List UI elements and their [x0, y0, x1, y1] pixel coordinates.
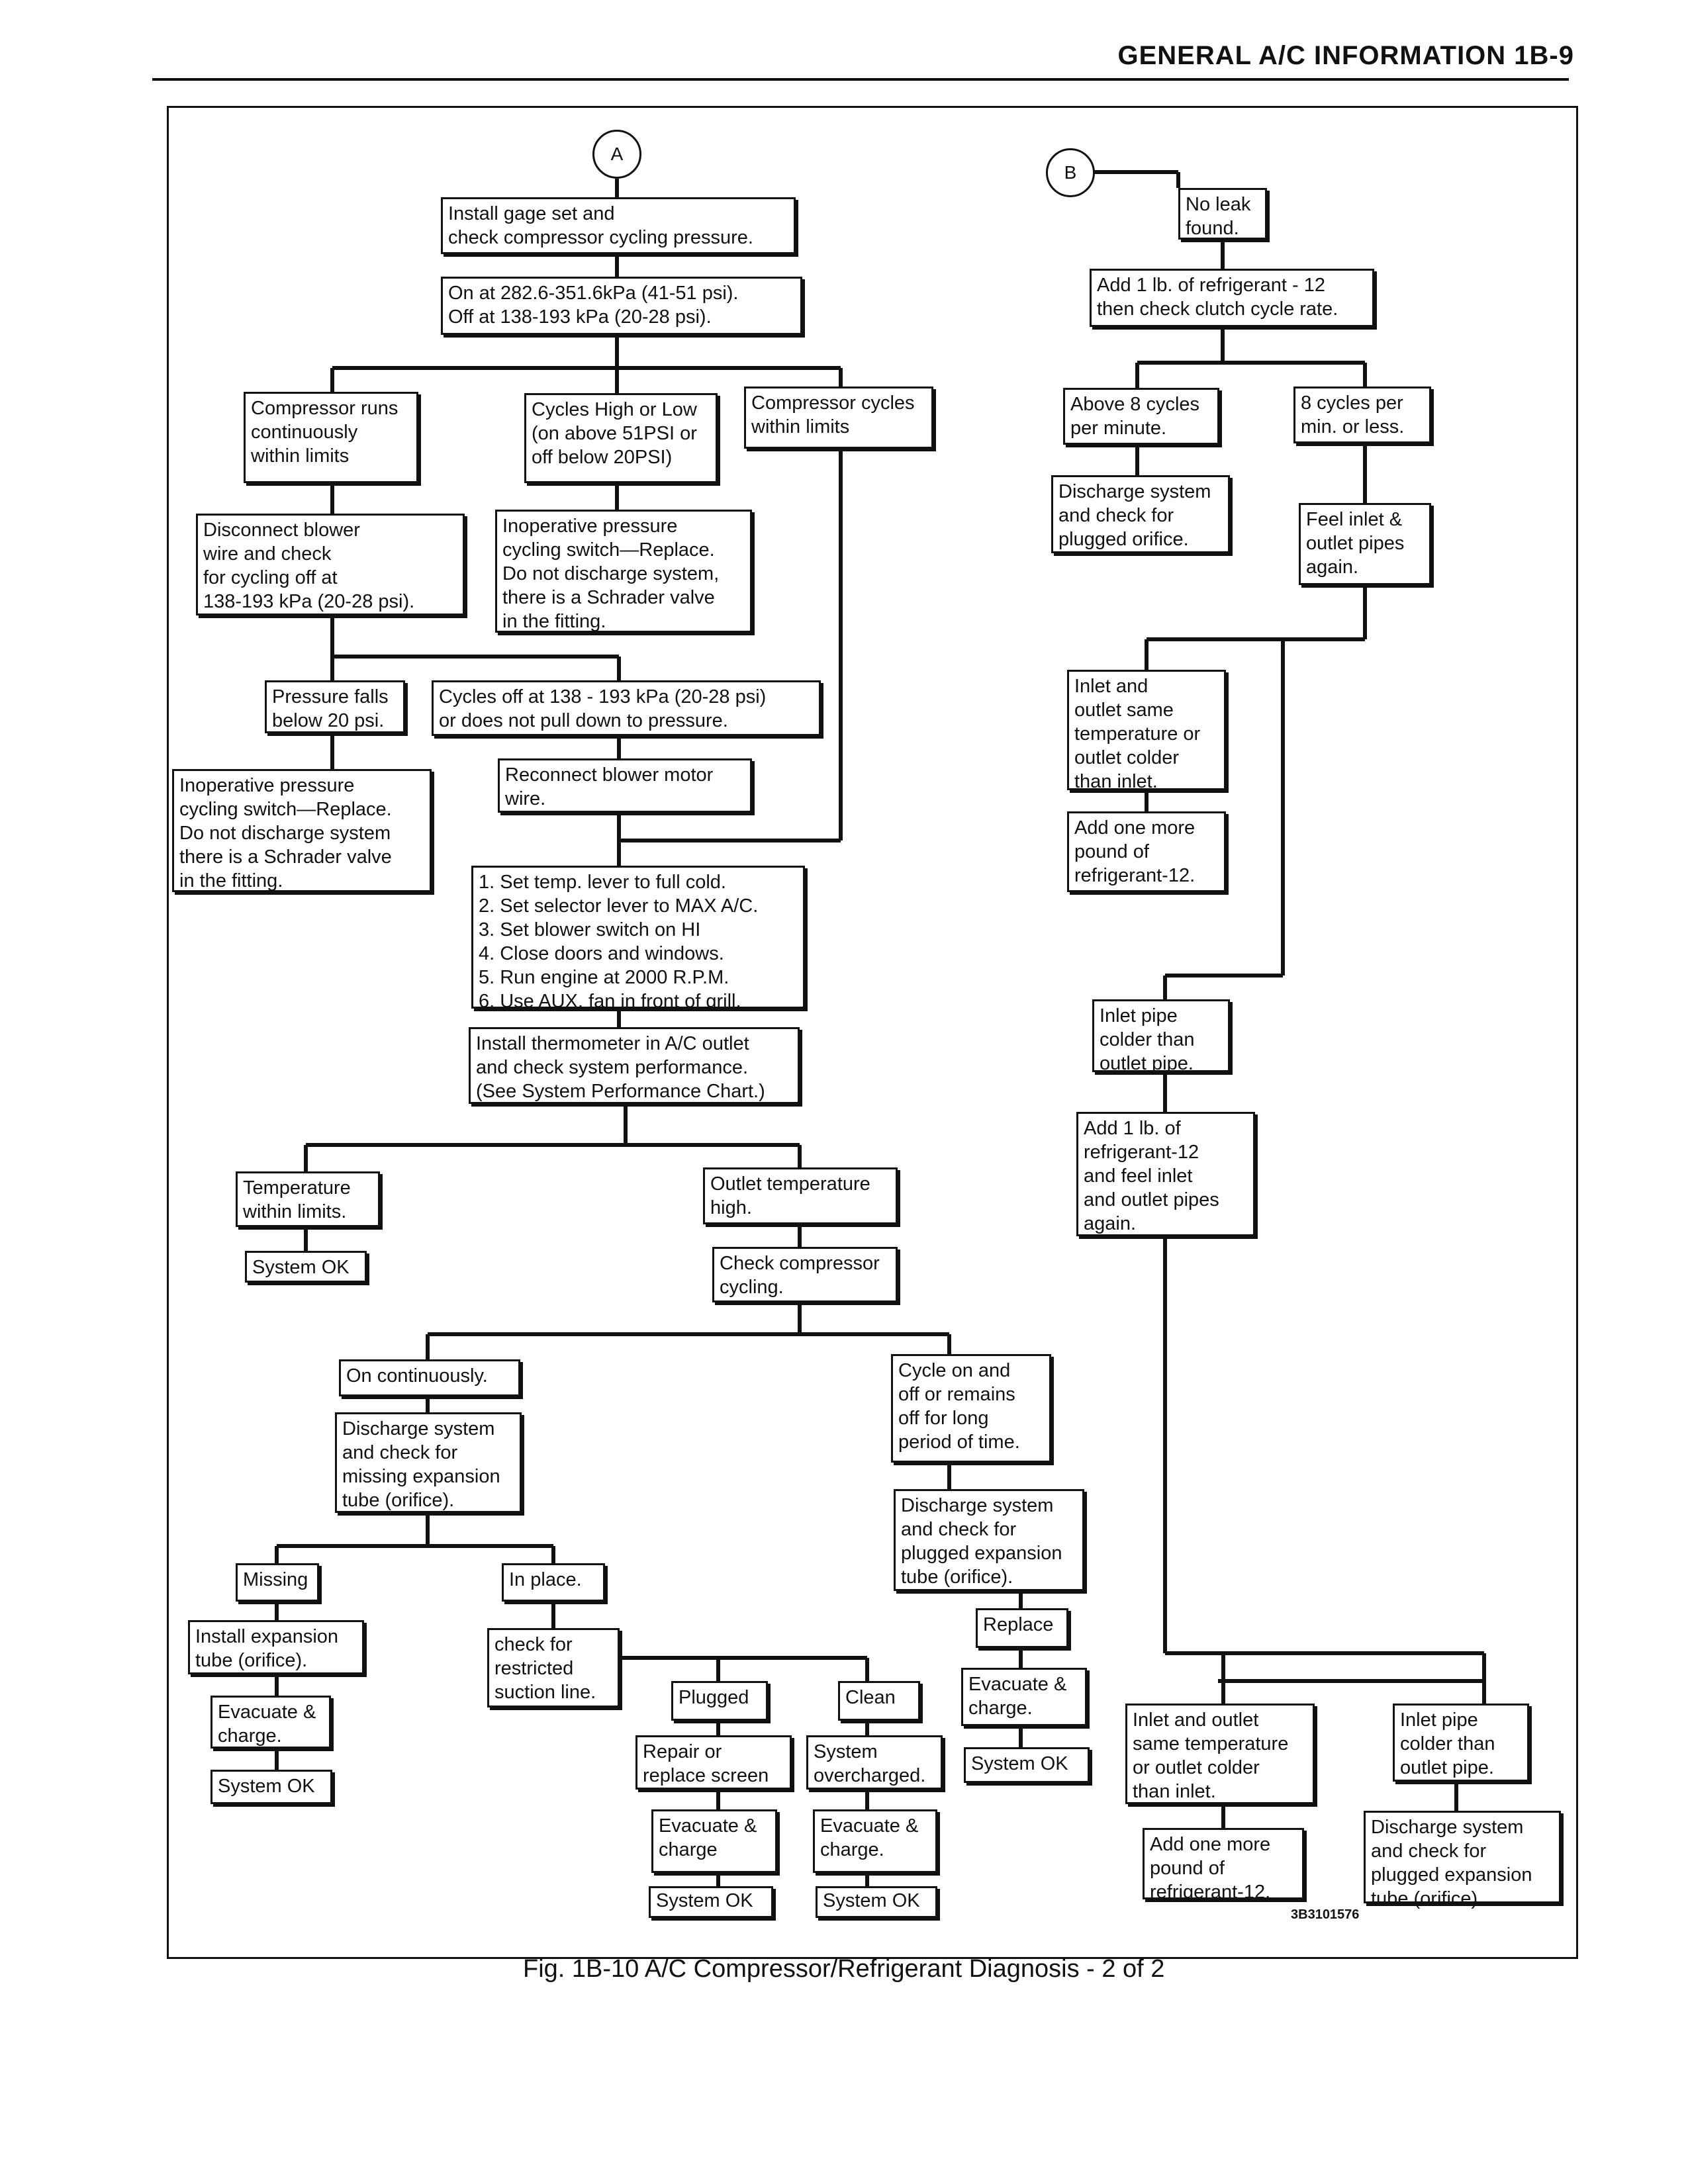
cycles-high-low-box: Cycles High or Low (on above 51PSI or of…: [524, 393, 718, 483]
pressure-falls-box: Pressure falls below 20 psi.: [265, 680, 405, 733]
discharge-plugged-exp-box-2: Discharge system and check for plugged e…: [1364, 1811, 1561, 1909]
system-ok-box-5: System OK: [964, 1747, 1090, 1783]
reconnect-blower-box: Reconnect blower motor wire.: [498, 758, 752, 813]
connector-a: A: [592, 130, 641, 179]
steps-list-box: 1. Set temp. lever to full cold. 2. Set …: [471, 866, 805, 1012]
repair-screen-box: Repair or replace screen: [635, 1735, 792, 1790]
figure-caption: Fig. 1B-10 A/C Compressor/Refrigerant Di…: [523, 1955, 1165, 1983]
install-thermometer-box: Install thermometer in A/C outlet and ch…: [469, 1027, 800, 1104]
figure-frame: [167, 106, 1578, 1959]
install-gage-box: Install gage set and check compressor cy…: [441, 197, 796, 254]
plugged-box: Plugged: [671, 1681, 768, 1721]
cycles-within-limits-box: Compressor cycles within limits: [744, 387, 933, 449]
inlet-same-box-1: Inlet and outlet same temperature or out…: [1067, 670, 1226, 792]
above-8-cycles-box: Above 8 cycles per minute.: [1063, 388, 1219, 445]
discharge-plugged-orifice-box: Discharge system and check for plugged o…: [1051, 475, 1230, 553]
missing-box: Missing: [236, 1563, 319, 1602]
inlet-same-box-2: Inlet and outlet same temperature or out…: [1125, 1704, 1315, 1804]
feel-inlet-box: Feel inlet & outlet pipes again.: [1299, 503, 1431, 585]
evacuate-charge-box-1: Evacuate & charge.: [211, 1696, 331, 1749]
add-1lb-feel-box: Add 1 lb. of refrigerant-12 and feel inl…: [1076, 1112, 1255, 1236]
system-ok-box-2: System OK: [211, 1770, 332, 1804]
on-off-pressure-box: On at 282.6-351.6kPa (41-51 psi). Off at…: [441, 277, 802, 335]
no-leak-found-box: No leak found.: [1178, 188, 1267, 240]
inlet-colder-box-2: Inlet pipe colder than outlet pipe.: [1393, 1704, 1529, 1782]
discharge-plugged-exp-box: Discharge system and check for plugged e…: [894, 1489, 1084, 1591]
outlet-temp-high-box: Outlet temperature high.: [703, 1167, 898, 1224]
system-ok-box-4: System OK: [816, 1886, 937, 1918]
temperature-within-box: Temperature within limits.: [236, 1171, 380, 1227]
evacuate-charge-box-2: Evacuate & charge: [651, 1809, 777, 1873]
evacuate-charge-box-3: Evacuate & charge.: [813, 1809, 937, 1873]
check-cycling-box: Check compressor cycling.: [712, 1247, 898, 1302]
runs-continuously-box: Compressor runs continuously within limi…: [244, 392, 418, 483]
connector-b: B: [1046, 148, 1095, 197]
add-one-more-box-1: Add one more pound of refrigerant-12.: [1067, 811, 1226, 892]
cycle-on-off-box: Cycle on and off or remains off for long…: [891, 1354, 1051, 1463]
cycles-off-138-box: Cycles off at 138 - 193 kPa (20-28 psi) …: [432, 680, 821, 736]
add-one-more-box-2: Add one more pound of refrigerant-12.: [1143, 1828, 1304, 1903]
system-overcharged-box: System overcharged.: [806, 1735, 943, 1790]
inoperative-switch-box-2: Inoperative pressure cycling switch—Repl…: [172, 769, 432, 892]
in-place-box: In place.: [502, 1563, 605, 1602]
system-ok-box-1: System OK: [245, 1251, 367, 1283]
system-ok-box-3: System OK: [649, 1886, 773, 1918]
replace-box: Replace: [976, 1608, 1068, 1648]
figure-code: 3B3101576: [1291, 1907, 1360, 1922]
clean-box: Clean: [838, 1681, 920, 1721]
on-continuously-box: On continuously.: [339, 1359, 520, 1396]
install-expansion-box: Install expansion tube (orifice).: [188, 1620, 364, 1674]
discharge-missing-box: Discharge system and check for missing e…: [335, 1412, 522, 1513]
inoperative-switch-box-1: Inoperative pressure cycling switch—Repl…: [495, 510, 752, 633]
inlet-colder-box-1: Inlet pipe colder than outlet pipe.: [1092, 999, 1230, 1074]
disconnect-blower-box: Disconnect blower wire and check for cyc…: [196, 514, 465, 615]
evacuate-charge-box-4: Evacuate & charge.: [961, 1668, 1087, 1726]
check-restricted-box: check for restricted suction line.: [487, 1628, 620, 1707]
eight-cycles-or-less-box: 8 cycles per min. or less.: [1293, 387, 1431, 443]
header-rule: [152, 78, 1569, 81]
add-1lb-box: Add 1 lb. of refrigerant - 12 then check…: [1090, 269, 1374, 327]
page-header-title: GENERAL A/C INFORMATION 1B-9: [1117, 41, 1574, 70]
